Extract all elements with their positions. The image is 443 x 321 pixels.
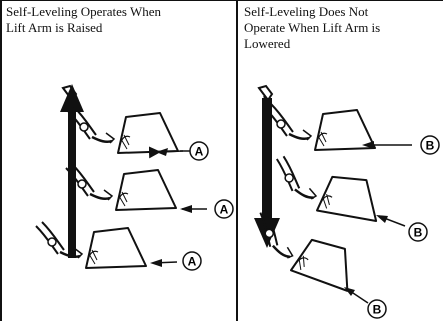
marker-b-top: B [362,135,440,155]
left-bucket-top [66,105,180,155]
right-bucket-top [263,102,377,152]
lower-arrow [262,98,272,222]
marker-b-middle-label: B [414,226,423,240]
left-caption: Self-Leveling Operates When Lift Arm is … [6,4,161,35]
marker-b-bottom: B [344,287,387,319]
right-bucket-middle [266,153,387,225]
marker-b-bottom-label: B [373,303,382,317]
raise-arrow [68,110,76,258]
left-bucket-middle [64,162,178,212]
left-bucket-bottom [34,220,148,270]
right-caption: Self-Leveling Does Not Operate When Lift… [244,4,381,51]
marker-a-top-label: A [195,145,204,159]
marker-a-middle: A [180,199,234,219]
marker-a-bottom: A [150,251,202,271]
marker-b-top-label: B [426,139,435,153]
raise-arrow-head [60,84,84,112]
panel-divider [236,0,238,321]
marker-b-middle: B [376,215,428,242]
marker-a-top: A [148,141,209,161]
marker-a-bottom-label: A [188,255,197,269]
marker-a-middle-label: A [220,203,229,217]
